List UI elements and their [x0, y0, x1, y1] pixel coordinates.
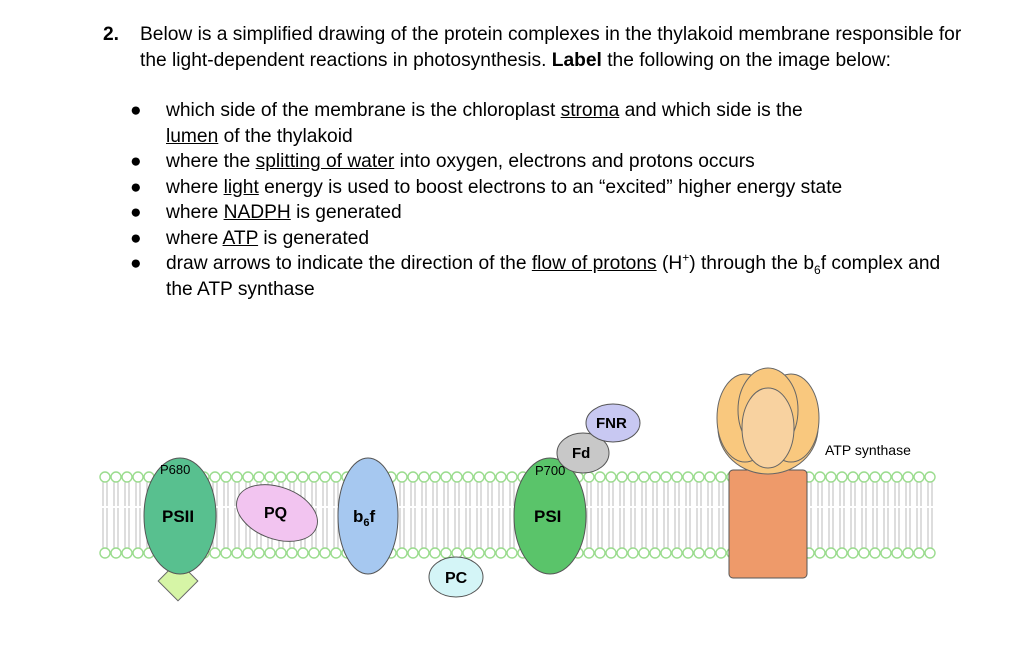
- intro-text-end: the following on the image below:: [607, 49, 891, 71]
- psii: [143, 457, 217, 575]
- question-number: 2.: [103, 24, 120, 45]
- term-light: light: [223, 176, 259, 198]
- list-item: ●draw arrows to indicate the direction o…: [130, 250, 941, 300]
- term-nadph: NADPH: [223, 202, 291, 223]
- list-item: ●where light energy is used to boost ele…: [130, 175, 970, 201]
- fnr: [585, 403, 641, 443]
- term-lumen: lumen: [166, 125, 219, 147]
- question-intro: Below is a simplified drawing of the pro…: [140, 22, 970, 73]
- instruction-list: ●which side of the membrane is the chlor…: [130, 98, 970, 302]
- label-psii: PSII: [162, 507, 194, 526]
- list-item: ●where the splitting of water into oxyge…: [130, 149, 970, 175]
- list-item: ●which side of the membrane is the chlor…: [130, 100, 803, 147]
- list-item: ●where ATP is generated: [130, 226, 970, 252]
- label-fnr: FNR: [596, 415, 627, 432]
- term-stroma: stroma: [560, 100, 620, 121]
- bullet-icon: ●: [130, 176, 142, 198]
- bullet-icon: ●: [130, 202, 142, 223]
- label-atp-synthase: ATP synthase: [825, 442, 911, 458]
- atp-synthase-stalk: [728, 469, 808, 579]
- psii-complex: [143, 457, 217, 602]
- bullet-icon: ●: [130, 227, 142, 249]
- label-pq: PQ: [264, 505, 287, 522]
- label-p700: P700: [535, 463, 565, 478]
- label-p680: P680: [160, 462, 190, 477]
- label-pc: PC: [445, 570, 468, 587]
- term-atp: ATP: [222, 227, 259, 249]
- bullet-icon: ●: [130, 253, 142, 274]
- psi: [513, 457, 587, 575]
- intro-text: Below is a simplified drawing of the pro…: [140, 24, 962, 71]
- plastocyanin-pc: [428, 556, 484, 598]
- atp-synthase: [716, 367, 820, 579]
- bullet-icon: ●: [130, 151, 142, 172]
- plastoquinone-pq: [236, 484, 318, 542]
- list-item: ●where NADPH is generated: [130, 200, 970, 226]
- label-b6f: b6f: [353, 507, 376, 529]
- bullet-icon: ●: [130, 100, 142, 121]
- term-flow-protons: flow of protons: [531, 253, 657, 274]
- atp-synthase-head: [716, 367, 820, 475]
- label-fd: Fd: [572, 445, 590, 462]
- term-splitting-water: splitting of water: [255, 151, 395, 172]
- ferredoxin-fd: [556, 432, 610, 474]
- label-psi: PSI: [534, 507, 561, 526]
- intro-bold-label: Label: [551, 49, 602, 71]
- cytochrome-b6f: [337, 457, 399, 575]
